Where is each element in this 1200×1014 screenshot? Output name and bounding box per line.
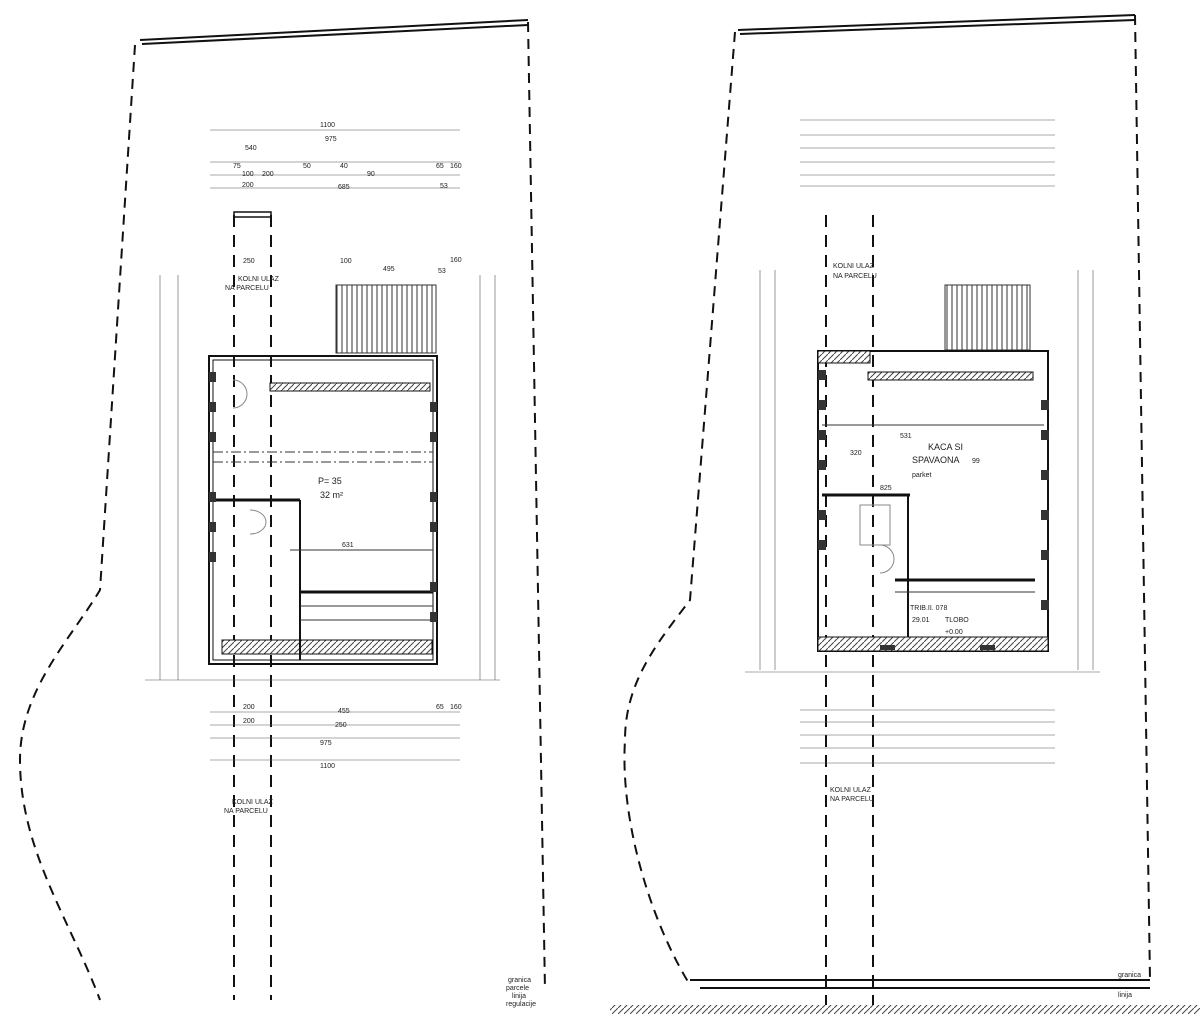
dim-label: 200 <box>242 182 254 189</box>
dim-label: 40 <box>340 163 348 170</box>
right-parcel-bottom-line <box>690 979 1150 989</box>
room-name: KACA SI <box>928 442 963 452</box>
legend-item: granica <box>1118 972 1141 979</box>
dim-label: 53 <box>440 183 448 190</box>
dim-label: 455 <box>338 708 350 715</box>
access-label: KOLNI ULAZ <box>238 276 280 283</box>
access-label: NA PARCELU <box>833 273 877 280</box>
access-label: KOLNI ULAZ <box>830 787 872 794</box>
room-area-m2: 32 m² <box>320 490 343 500</box>
dim-label: 250 <box>243 258 255 265</box>
bottom-info: +0.00 <box>945 629 963 636</box>
access-label: KOLNI ULAZ <box>232 799 274 806</box>
left-parcel-boundary <box>18 21 546 1001</box>
right-dimension-lines <box>745 119 1100 764</box>
dim-label: 1100 <box>320 122 335 129</box>
left-building <box>208 284 438 665</box>
right-parcel-boundary <box>623 14 1151 986</box>
dim-label: 631 <box>342 542 354 549</box>
legend-item: linija <box>1118 992 1132 999</box>
dim-label: 100 <box>242 171 254 178</box>
dim-label: 685 <box>338 184 350 191</box>
legend-item: granica <box>508 977 531 984</box>
dim-label: 65 <box>436 704 444 711</box>
dim-label: 540 <box>245 145 257 152</box>
dim-label: 160 <box>450 704 462 711</box>
right-building <box>817 284 1049 652</box>
bottom-info: 29.01 <box>912 617 930 624</box>
dim-label: 100 <box>340 258 352 265</box>
access-label: NA PARCELU <box>224 808 268 815</box>
dim-label: 200 <box>243 718 255 725</box>
room-area: P= 35 <box>318 476 342 486</box>
dim-label: 531 <box>900 433 912 440</box>
dim-label: 495 <box>383 266 395 273</box>
dim-label: 200 <box>262 171 274 178</box>
room-name: SPAVAONA <box>912 455 960 465</box>
access-label: NA PARCELU <box>225 285 269 292</box>
bottom-info: TRIB.II. 078 <box>910 605 947 612</box>
dim-label: 320 <box>850 450 862 457</box>
legend-item: regulacije <box>506 1001 536 1008</box>
left-dimension-lines <box>145 129 500 761</box>
left-parcel-top-line <box>139 19 529 45</box>
dim-label: 160 <box>450 257 462 264</box>
dim-label: 250 <box>335 722 347 729</box>
dim-label: 160 <box>450 163 462 170</box>
dim-label: 200 <box>243 704 255 711</box>
right-parcel-top-line <box>737 14 1136 35</box>
dim-label: 50 <box>303 163 311 170</box>
access-label: KOLNI ULAZ <box>833 263 875 270</box>
dim-label: 1100 <box>320 763 335 770</box>
dim-label: 975 <box>320 740 332 747</box>
legend-item: linija <box>512 993 526 1000</box>
dim-label: 975 <box>325 136 337 143</box>
dim-label: 825 <box>880 485 892 492</box>
right-driveway <box>825 215 874 1005</box>
dim-label: 99 <box>972 458 980 465</box>
dim-label: 90 <box>367 171 375 178</box>
left-driveway <box>233 215 272 1000</box>
road-strip <box>610 1005 1200 1014</box>
dim-label: 65 <box>436 163 444 170</box>
legend-item: parcele <box>506 985 529 992</box>
bottom-info: TLOBO <box>945 617 969 624</box>
access-label: NA PARCELU <box>830 796 874 803</box>
dim-label: 53 <box>438 268 446 275</box>
dim-label: 75 <box>233 163 241 170</box>
floor-material: parket <box>912 472 932 479</box>
